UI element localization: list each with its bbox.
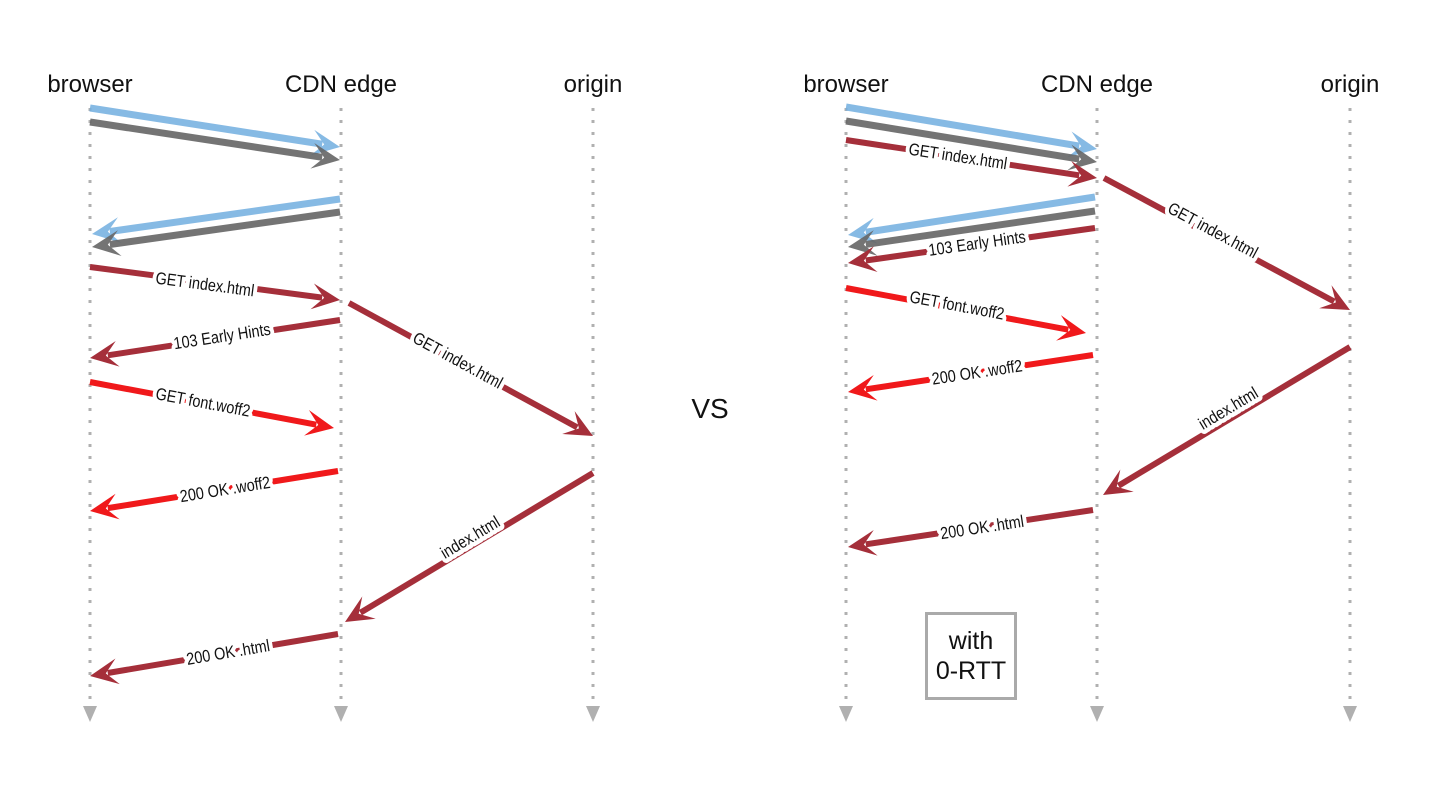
- message-arrow: [848, 225, 1096, 272]
- message-label: 200 OK .html: [185, 637, 271, 669]
- message-label: GET index.html: [154, 270, 255, 301]
- arrowhead-icon: [848, 230, 878, 256]
- handshake-arrow-blue: [89, 104, 340, 156]
- message-label: GET font.woff2: [908, 288, 1006, 324]
- lane-end-arrow-icon: [83, 706, 97, 722]
- lane-header-browser-left: browser: [47, 71, 132, 98]
- message-arrow: [848, 352, 1094, 401]
- lane-header-cdn-left: CDN edge: [285, 71, 397, 98]
- lane-header-cdn-right: CDN edge: [1041, 71, 1153, 98]
- message-arrow: [89, 264, 340, 310]
- arrowhead-icon: [310, 129, 340, 156]
- arrowhead-icon: [310, 283, 340, 310]
- arrowhead-icon: [90, 658, 120, 685]
- message-arrow: [845, 285, 1086, 341]
- message-arrow: [848, 507, 1094, 556]
- arrowhead-icon: [310, 142, 340, 169]
- zero-rtt-note: with 0-RTT: [925, 612, 1017, 700]
- note-line-2: 0-RTT: [935, 657, 1007, 685]
- message-arrow: [345, 470, 595, 622]
- message-arrow: [845, 137, 1097, 187]
- message-arrow: [347, 300, 593, 436]
- lane-end-arrow-icon: [586, 706, 600, 722]
- arrowhead-icon: [304, 410, 334, 436]
- lane-end-arrow-icon: [1343, 706, 1357, 722]
- arrowhead-icon: [1067, 160, 1097, 187]
- message-label: 200 OK .woff2: [931, 357, 1024, 389]
- lane-header-origin-left: origin: [564, 71, 623, 98]
- message-label: 200 OK .html: [939, 513, 1025, 544]
- lane-end-arrow-icon: [334, 706, 348, 722]
- arrowhead-icon: [345, 596, 376, 622]
- arrowhead-icon: [848, 529, 878, 556]
- message-label: GET index.html: [409, 329, 505, 393]
- message-arrow: [89, 379, 334, 436]
- lane-header-browser-right: browser: [803, 71, 888, 98]
- message-arrow: [1103, 344, 1352, 495]
- message-arrow: [90, 468, 339, 520]
- arrowhead-icon: [1103, 469, 1134, 495]
- arrowhead-icon: [90, 493, 120, 520]
- handshake-arrow-gray: [92, 208, 341, 256]
- arrowhead-icon: [90, 340, 120, 367]
- message-label: index.html: [438, 513, 504, 563]
- arrowhead-icon: [92, 230, 122, 256]
- handshake-arrow-gray: [848, 207, 1096, 256]
- note-line-1: with: [948, 627, 994, 655]
- lane-end-arrow-icon: [1090, 706, 1104, 722]
- message-arrow: [1102, 175, 1350, 310]
- arrowhead-icon: [1056, 315, 1086, 341]
- lane-header-origin-right: origin: [1321, 71, 1380, 98]
- handshake-arrow-blue: [845, 103, 1097, 158]
- message-label: GET index.html: [1164, 199, 1260, 262]
- arrowhead-icon: [848, 374, 878, 401]
- arrowhead-icon: [92, 217, 122, 243]
- message-label: 200 OK .woff2: [179, 474, 272, 507]
- vs-label: VS: [691, 393, 728, 424]
- message-arrow: [90, 631, 339, 685]
- arrowhead-icon: [1067, 131, 1097, 158]
- handshake-arrow-blue: [848, 193, 1096, 244]
- arrowhead-icon: [848, 217, 878, 244]
- handshake-arrow-gray: [89, 118, 340, 169]
- lane-end-arrow-icon: [839, 706, 853, 722]
- arrowhead-icon: [848, 246, 878, 272]
- message-label: GET font.woff2: [154, 385, 252, 421]
- message-label: 103 Early Hints: [172, 321, 272, 354]
- arrowhead-icon: [562, 411, 593, 436]
- arrowhead-icon: [1319, 285, 1350, 310]
- arrowhead-icon: [1067, 144, 1097, 171]
- handshake-arrow-blue: [92, 195, 341, 243]
- handshake-arrow-gray: [845, 117, 1097, 171]
- message-arrow: [90, 317, 341, 367]
